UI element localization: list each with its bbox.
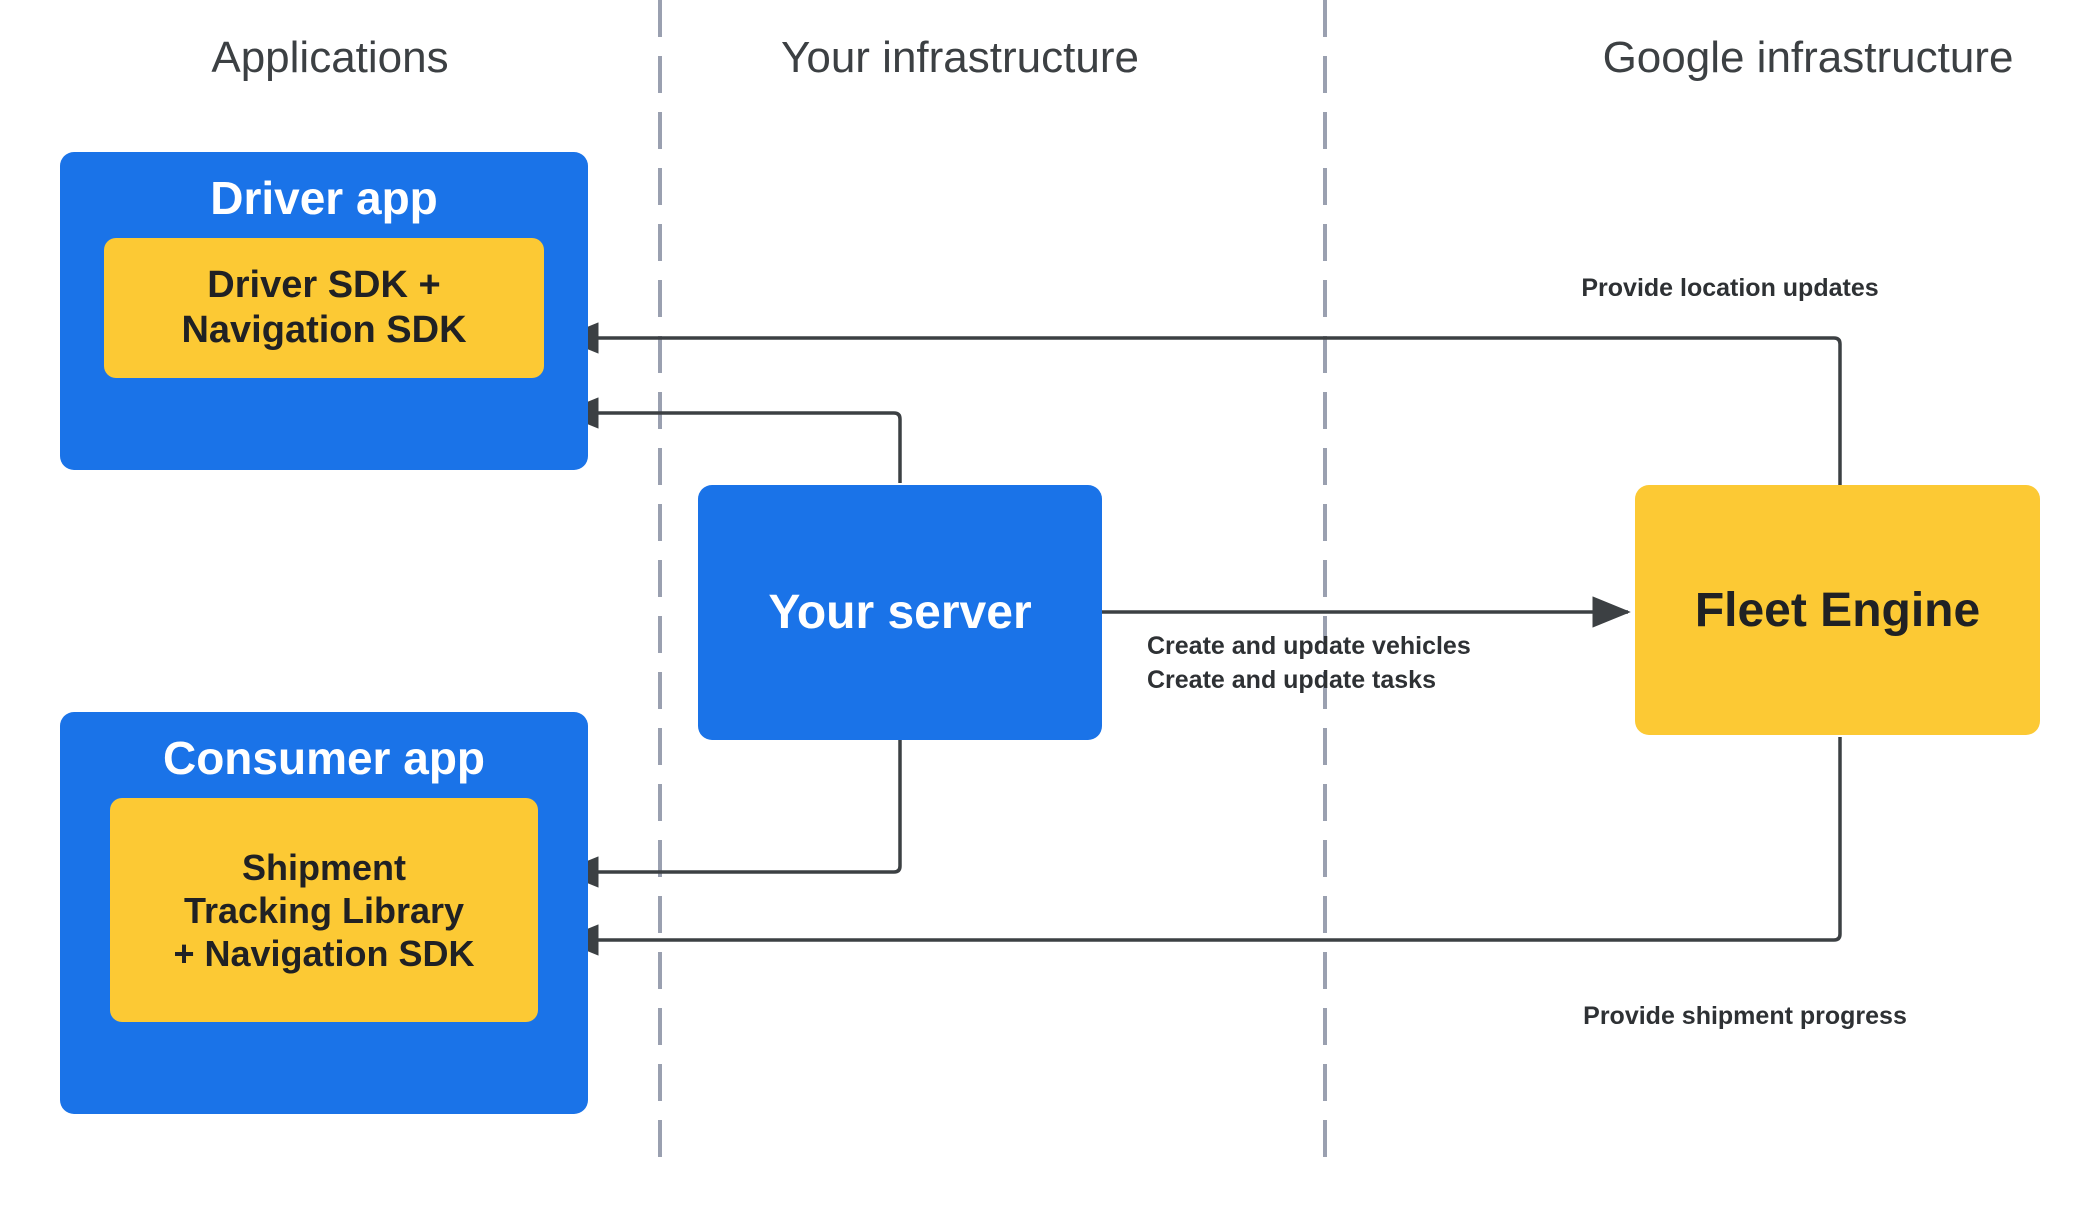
- edge-label-create-and-update: Create and update vehicles Create and up…: [1147, 630, 1471, 698]
- driver-sdk-line-1: Driver SDK +: [207, 263, 441, 306]
- fleet-engine-title: Fleet Engine: [1694, 583, 1981, 637]
- driver-app-title: Driver app: [210, 172, 438, 224]
- edge-label-provide-shipment-progress: Provide shipment progress: [1583, 1002, 1907, 1030]
- your-server-title: Your server: [768, 586, 1032, 639]
- consumer-app-sdk-box[interactable]: Shipment Tracking Library + Navigation S…: [110, 798, 538, 1023]
- create-and-update-tasks: Create and update tasks: [1147, 665, 1436, 694]
- edge-provide-shipment-progress: [560, 737, 1842, 956]
- column-header-applications: Applications: [211, 33, 449, 82]
- column-header-google-infrastructure: Google infrastructure: [1602, 33, 2014, 82]
- column-header-your-infrastructure: Your infrastructure: [781, 33, 1139, 82]
- edge-label-provide-location-updates: Provide location updates: [1581, 274, 1879, 302]
- node-driver-app[interactable]: Driver app Driver SDK + Navigation SDK: [60, 152, 588, 470]
- node-consumer-app[interactable]: Consumer app Shipment Tracking Library +…: [60, 712, 588, 1114]
- edge-server-to-driver: [560, 397, 902, 483]
- consumer-app-title: Consumer app: [162, 732, 486, 784]
- node-fleet-engine[interactable]: Fleet Engine: [1635, 485, 2040, 735]
- create-and-update-vehicles: Create and update vehicles: [1147, 632, 1471, 660]
- node-your-server[interactable]: Your server: [698, 485, 1102, 740]
- consumer-sdk-line-1: Shipment: [241, 846, 406, 888]
- edge-provide-location-updates: [560, 322, 1842, 485]
- edge-server-to-consumer: [560, 740, 902, 888]
- driver-sdk-line-2: Navigation SDK: [181, 309, 467, 352]
- consumer-sdk-line-2: Tracking Library: [183, 889, 465, 931]
- consumer-sdk-line-3: + Navigation SDK: [173, 932, 475, 974]
- driver-app-sdk-box[interactable]: Driver SDK + Navigation SDK: [104, 238, 544, 379]
